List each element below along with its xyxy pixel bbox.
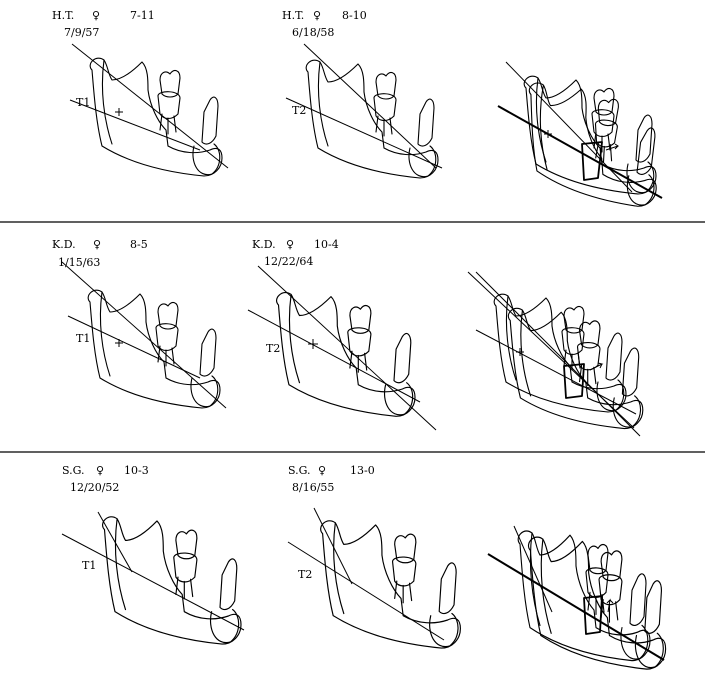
mandible-tracing	[89, 57, 223, 177]
patient-age: 8-10	[342, 9, 367, 22]
movement-arrow	[605, 143, 620, 151]
reference-line	[487, 553, 665, 661]
patient-initials: K.D.	[252, 238, 276, 251]
row-3: S.G. ♀ 10-3 12/20/52 T1 S.G. ♀ 13-0 8/16…	[61, 464, 667, 670]
mandible-tracing-t1	[517, 530, 651, 662]
patient-age: 10-4	[314, 238, 339, 251]
patient-initials: H.T.	[282, 9, 304, 22]
reference-line	[497, 105, 663, 199]
female-symbol: ♀	[286, 238, 294, 251]
panel-superimposition	[497, 61, 663, 208]
female-symbol: ♀	[92, 9, 100, 22]
time-label: T2	[266, 342, 280, 355]
patient-initials: S.G.	[62, 464, 85, 477]
patient-age: 7-11	[130, 9, 155, 22]
mandible-tracing-t1	[523, 75, 657, 195]
mandible-tracing-t2	[507, 307, 644, 430]
patient-initials: S.G.	[288, 464, 311, 477]
panel-t2: K.D. ♀ 10-4 12/22/64 T2	[247, 238, 437, 431]
tracing-date: 1/15/63	[58, 256, 100, 269]
patient-initials: K.D.	[52, 238, 76, 251]
patient-initials: H.T.	[52, 9, 74, 22]
tracing-date: 12/22/64	[264, 255, 313, 268]
movement-arrow	[589, 362, 604, 371]
molar-highlight	[563, 363, 585, 399]
reference-line	[303, 43, 437, 169]
reference-line	[285, 97, 443, 169]
reference-line	[61, 261, 227, 409]
landmark-cross	[115, 339, 123, 347]
patient-age: 10-3	[124, 464, 149, 477]
mandible-tracing	[276, 291, 416, 417]
reference-line	[61, 533, 245, 631]
panel-t1: S.G. ♀ 10-3 12/20/52 T1	[61, 464, 245, 645]
time-label: T1	[76, 96, 90, 109]
row-1: H.T. ♀ 7-11 7/9/57 T1 H.T. ♀ 8-10 6/18/5…	[52, 9, 663, 208]
reference-line	[475, 329, 637, 415]
panel-t2: S.G. ♀ 13-0 8/16/55 T2	[287, 464, 461, 649]
time-label: T2	[292, 104, 306, 117]
time-label: T1	[76, 332, 90, 345]
mandible-tracing	[87, 289, 221, 409]
reference-line	[513, 525, 553, 613]
reference-line	[71, 43, 229, 169]
landmark-cross	[544, 130, 552, 138]
mandible-tracing	[305, 59, 439, 179]
reference-line	[475, 271, 641, 437]
mandible-tracing-t1	[493, 293, 627, 413]
tracing-date: 8/16/55	[292, 481, 334, 494]
female-symbol: ♀	[313, 9, 321, 22]
panel-t1: K.D. ♀ 8-5 1/15/63 T1	[52, 238, 227, 409]
panel-t1: H.T. ♀ 7-11 7/9/57 T1	[52, 9, 229, 177]
movement-arrow	[606, 598, 614, 613]
landmark-cross	[516, 348, 524, 356]
reference-line	[505, 61, 633, 193]
patient-age: 8-5	[130, 238, 148, 251]
female-symbol: ♀	[96, 464, 104, 477]
tracing-date: 6/18/58	[292, 26, 334, 39]
time-label: T1	[82, 559, 96, 572]
reference-line	[97, 511, 133, 573]
time-label: T2	[298, 568, 312, 581]
reference-line	[313, 507, 353, 585]
mandible-tracing	[320, 520, 461, 649]
molar-highlight	[583, 595, 603, 635]
tracing-date: 7/9/57	[64, 26, 99, 39]
tracing-date: 12/20/52	[70, 481, 119, 494]
female-symbol: ♀	[318, 464, 326, 477]
panel-t2: H.T. ♀ 8-10 6/18/58 T2	[282, 9, 443, 179]
panel-superimposition	[467, 271, 644, 437]
reference-line	[67, 315, 201, 379]
landmark-cross	[115, 108, 123, 116]
landmark-cross	[308, 339, 318, 349]
reference-line	[247, 309, 421, 403]
reference-line	[69, 99, 201, 151]
patient-age: 13-0	[350, 464, 375, 477]
panel-superimposition	[487, 525, 667, 670]
molar-highlight	[581, 141, 603, 181]
reference-line	[287, 541, 445, 641]
reference-line	[257, 265, 437, 431]
female-symbol: ♀	[93, 238, 101, 251]
row-2: K.D. ♀ 8-5 1/15/63 T1 K.D. ♀ 10-4 12/22/…	[52, 238, 644, 437]
mandible-tracing	[101, 516, 242, 645]
